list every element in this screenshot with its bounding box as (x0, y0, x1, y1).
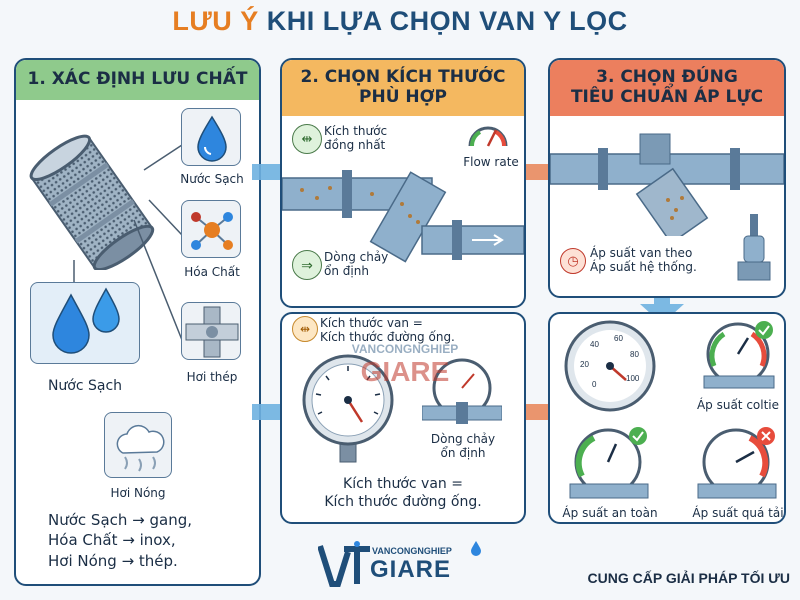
pressure-note: Áp suất van theo Áp suất hệ thống. (590, 246, 730, 275)
stable-flow-line2: ổn định (324, 264, 369, 279)
safe-pressure-label: Áp suất an toàn (562, 506, 658, 520)
step2-header-line2: PHÙ HỢP (359, 87, 447, 107)
flow-rate-label: Flow rate (463, 155, 519, 169)
clean-water-icon-box (181, 108, 241, 166)
step1-header: 1. XÁC ĐỊNH LƯU CHẤT (16, 60, 259, 100)
main-pressure-gauge-icon (564, 320, 656, 412)
hot-steam-label: Hơi Nóng (110, 486, 166, 500)
stable-flow-2-label: Dòng chảy ổn định (420, 432, 506, 461)
gauge-tick-60: 60 (614, 334, 623, 343)
size-rule-icon: ⇹ (292, 316, 318, 342)
rule-clean-water: Nước Sạch → gang, (48, 511, 193, 529)
pipe-system-icon (282, 170, 524, 263)
stable-flow-line1: Dòng chảy (324, 250, 389, 264)
pressure-gauge-icon (302, 354, 394, 463)
strainer-mesh-icon (29, 134, 155, 270)
stable-flow-2-line2: ổn định (440, 446, 486, 461)
page-title: LƯU Ý KHI LỰA CHỌN VAN Y LỌC (0, 6, 800, 37)
watermark: VANCONGNGHIEP GIARE (330, 342, 480, 388)
size-rule-top-line2: Kích thước đường ống. (320, 330, 455, 345)
water-drop-icon (197, 115, 227, 162)
logo-big-text: GIARE (370, 556, 452, 583)
rule-hot-steam: Hơi Nóng → thép. (48, 551, 178, 570)
stable-flow-label: Dòng chảy ổn định (324, 250, 424, 279)
large-water-icon-box (30, 282, 140, 364)
gauge-tick-100: 100 (626, 374, 640, 383)
uniform-size-line1: Kích thước (324, 124, 388, 138)
water-drops-icon (52, 287, 120, 354)
step3-header-line2: TIÊU CHUẨN ÁP LỰC (570, 87, 764, 107)
logo-vt-icon (318, 541, 370, 587)
uniform-size-label: Kích thước đồng nhất (324, 124, 424, 153)
size-rule-bottom-line2: Kích thước đường ống. (324, 493, 482, 510)
footer-tagline: CUNG CẤP GIẢI PHÁP TỐI ƯU (587, 570, 790, 586)
coltie-label: Áp suất coltie (696, 398, 780, 412)
gauge-tick-80: 80 (630, 350, 639, 359)
overload-label: Áp suất quá tải (692, 506, 784, 520)
molecule-icon (191, 212, 233, 250)
size-rule-bottom-line1: Kích thước van = (343, 476, 463, 492)
uniform-size-line2: đồng nhất (324, 138, 386, 153)
step3-header-line1: 3. CHỌN ĐÚNG (596, 67, 738, 88)
flow-rate-gauge-icon (468, 126, 508, 147)
logo-drop-icon (471, 541, 481, 556)
stable-flow-2-line1: Dòng chảy (430, 432, 496, 446)
pipe-cross-icon (185, 306, 239, 358)
gauge-tick-0: 0 (592, 380, 597, 389)
chemical-label: Hóa Chất (184, 265, 240, 279)
pressure-note-line1: Áp suất van theo (590, 246, 693, 260)
step2-header: 2. CHỌN KÍCH THƯỚC PHÙ HỢP (282, 60, 524, 116)
coltie-gauge-icon (703, 321, 775, 389)
safe-pressure-gauge-icon (569, 427, 649, 499)
watermark-line1: VANCONGNGHIEP (351, 342, 459, 356)
brand-logo: VANCONGNGHIEP GIARE (318, 540, 488, 590)
size-rule-top-line1: Kích thước van = (320, 316, 423, 330)
y-strainer-pipe-icon (550, 133, 784, 236)
watermark-line2: GIARE (360, 356, 450, 387)
title-highlight: LƯU Ý (172, 6, 259, 36)
overload-gauge-icon (697, 427, 777, 499)
steam-steel-label: Hơi thép (186, 370, 238, 384)
material-rules: Nước Sạch → gang, Hóa Chất → inox, Hơi N… (48, 510, 248, 571)
logo-small-text: VANCONGNGHIEP (372, 546, 452, 556)
large-water-label: Nước Sạch (47, 378, 123, 394)
stable-flow-icon: ⇒ (292, 250, 322, 280)
step1-header-text: 1. XÁC ĐỊNH LƯU CHẤT (27, 69, 248, 90)
pressure-note-line2: Áp suất hệ thống. (590, 260, 697, 275)
gauge-tick-40: 40 (590, 340, 599, 349)
hot-steam-icon-box (104, 412, 172, 478)
steam-steel-icon-box (181, 302, 241, 360)
step1-connector-lines (73, 144, 183, 341)
title-main: KHI LỰA CHỌN VAN Y LỌC (266, 6, 628, 36)
clean-water-label: Nước Sạch (180, 172, 244, 186)
size-rule-bottom: Kích thước van = Kích thước đường ống. (290, 476, 516, 511)
steam-cloud-icon (116, 424, 165, 472)
gauge-tick-20: 20 (580, 360, 589, 369)
size-rule-top: Kích thước van = Kích thước đường ống. (320, 316, 520, 345)
uniform-size-icon: ⇹ (292, 124, 322, 154)
safety-valve-icon (737, 214, 771, 281)
clock-icon: ◷ (560, 248, 586, 274)
step3-header: 3. CHỌN ĐÚNG TIÊU CHUẨN ÁP LỰC (550, 60, 784, 116)
arrow-down-step3-icon (640, 288, 684, 324)
step2-header-line1: 2. CHỌN KÍCH THƯỚC (300, 67, 506, 88)
rule-chemical: Hóa Chất → inox, (48, 531, 176, 550)
pipe-gauge-icon (422, 358, 502, 424)
chemical-icon-box (181, 200, 241, 258)
